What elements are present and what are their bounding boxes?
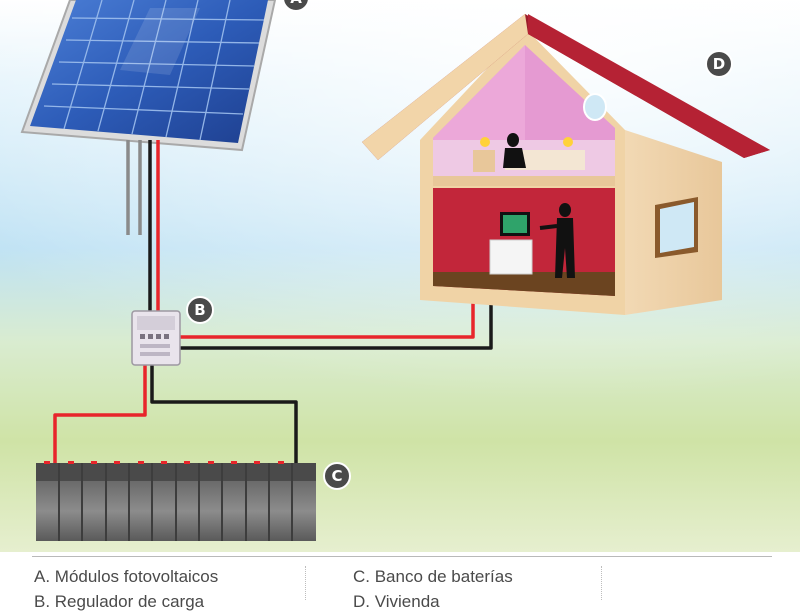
callout-a: A	[282, 0, 310, 12]
house-wires	[180, 300, 493, 350]
callout-a-label: A	[290, 0, 302, 7]
legend-item-d: D. Vivienda	[353, 592, 440, 611]
solar-panel-icon	[20, 0, 277, 152]
battery-bank-icon	[36, 461, 316, 541]
panel-wires	[126, 140, 160, 312]
legend-item-c: C. Banco de baterías	[353, 567, 513, 586]
legend-item-a: A. Módulos fotovoltaicos	[34, 567, 219, 586]
legend-divider	[32, 556, 772, 557]
callout-b: B	[186, 296, 214, 324]
callout-c-label: C	[331, 467, 342, 485]
callout-d-label: D	[713, 55, 725, 73]
legend	[0, 552, 800, 600]
callout-c: C	[323, 462, 351, 490]
callout-b-label: B	[194, 301, 205, 319]
house-icon	[362, 14, 770, 315]
legend-item-b: B. Regulador de carga	[34, 592, 205, 611]
legend-separator-2	[601, 566, 602, 600]
callout-d: D	[705, 50, 733, 78]
charge-controller-icon	[131, 310, 181, 366]
legend-separator	[305, 566, 306, 600]
battery-wires	[53, 364, 298, 464]
